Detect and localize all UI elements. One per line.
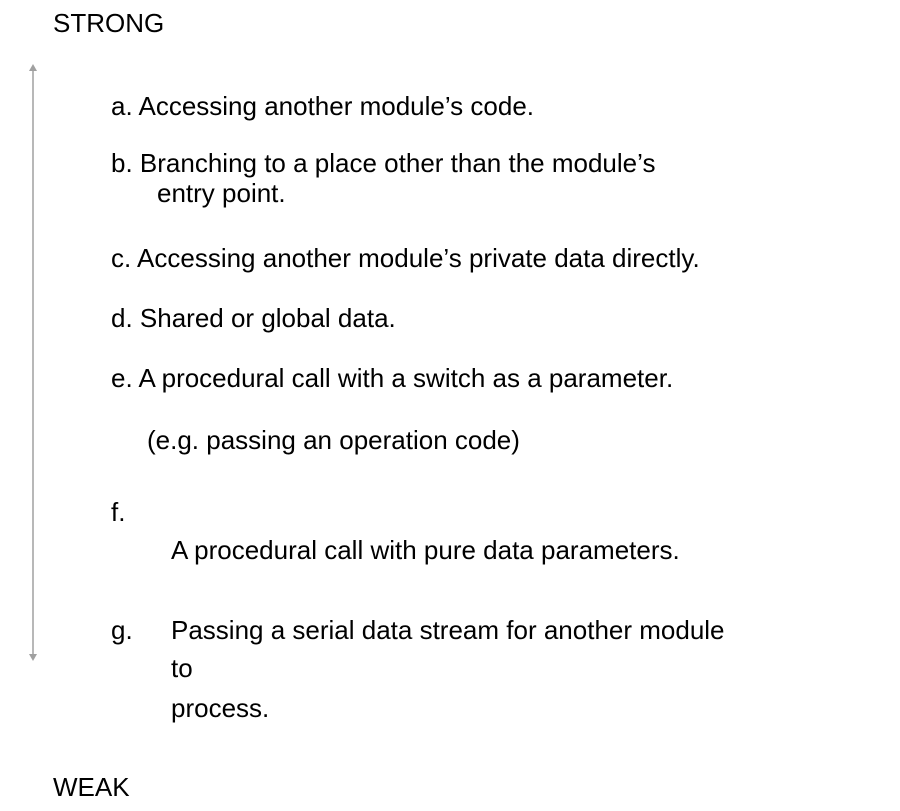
list-item-d: d. Shared or global data. (111, 303, 396, 333)
list-item-c: c. Accessing another module’s private da… (111, 243, 700, 273)
list-item-f-marker: f. (111, 497, 126, 527)
strong-label: STRONG (53, 8, 165, 38)
list-item-e: e. A procedural call with a switch as a … (111, 363, 674, 393)
list-item-g: Passing a serial data stream for another… (171, 615, 725, 645)
list-item-g-continuation-2: process. (171, 693, 270, 723)
list-item-g-continuation: to (171, 653, 193, 683)
list-item-a: a. Accessing another module’s code. (111, 91, 535, 121)
strength-scale-arrow (29, 64, 37, 661)
list-item-f: A procedural call with pure data paramet… (171, 535, 680, 565)
list-item-b: b. Branching to a place other than the m… (111, 148, 656, 178)
list-item-g-marker: g. (111, 615, 133, 645)
list-item-b-continuation: entry point. (157, 178, 286, 208)
list-item-e-example: (e.g. passing an operation code) (147, 425, 520, 455)
weak-label: WEAK (53, 772, 130, 802)
